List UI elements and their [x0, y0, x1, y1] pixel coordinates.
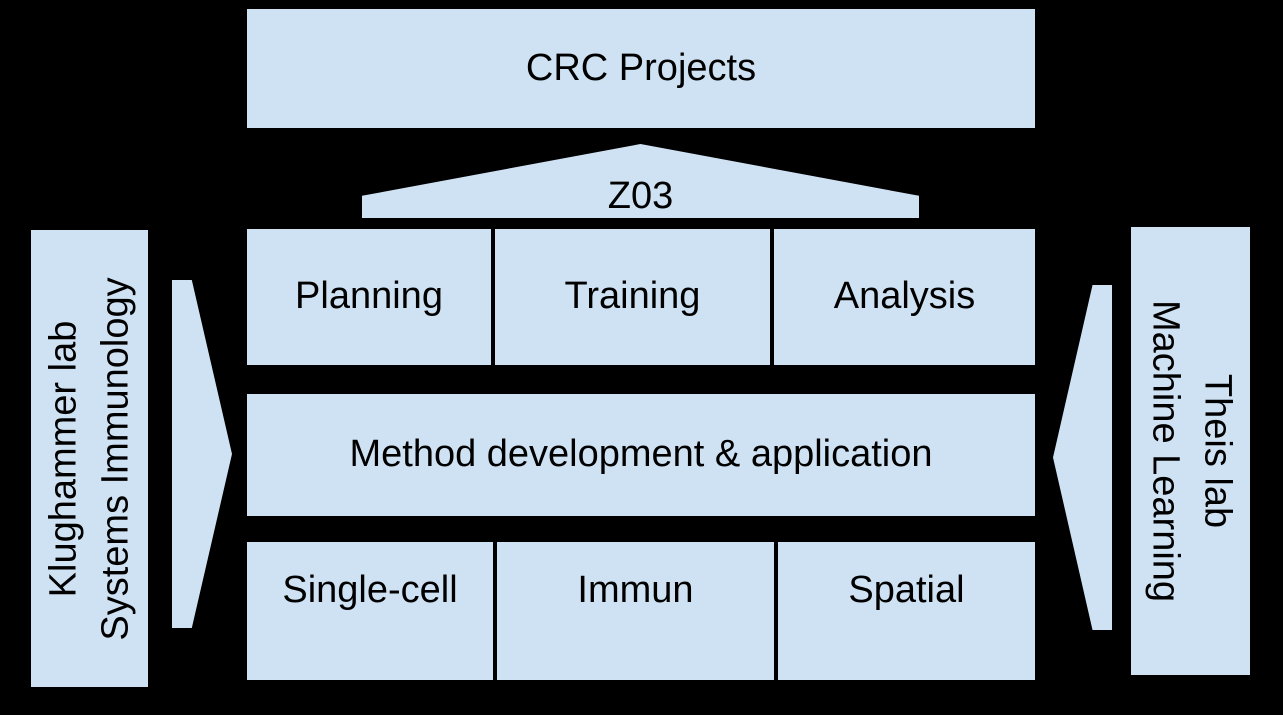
theis-lab-rotated-text: Theis lab Machine Learning: [1131, 227, 1250, 675]
crc-projects-label: CRC Projects: [525, 46, 757, 89]
klughammer-lab-rotated-text: Klughammer lab Systems Immunology: [31, 230, 148, 687]
spatial-label: Spatial: [848, 569, 965, 612]
theis-lab-panel: Theis lab Machine Learning: [1131, 227, 1250, 675]
theis-lab-line: Theis lab: [1195, 373, 1238, 529]
machine-learning-line: Machine Learning: [1144, 299, 1187, 603]
planning-label: Planning: [295, 275, 443, 318]
z03-funnel-shape: Z03: [362, 144, 919, 218]
systems-immunology-line: Systems Immunology: [93, 276, 136, 641]
spatial-box: Spatial: [776, 540, 1037, 682]
analysis-box: Analysis: [772, 227, 1037, 367]
theis-left-arrow-shape: [1053, 285, 1112, 630]
immun-label: Immun: [577, 569, 694, 612]
method-development-label: Method development & application: [349, 433, 933, 476]
single-cell-box: Single-cell: [245, 540, 495, 682]
crc-projects-box: CRC Projects: [245, 7, 1037, 130]
method-development-box: Method development & application: [245, 392, 1037, 518]
training-label: Training: [564, 275, 701, 318]
analysis-label: Analysis: [833, 275, 976, 318]
klughammer-lab-panel: Klughammer lab Systems Immunology: [31, 230, 148, 687]
z03-label: Z03: [607, 175, 674, 218]
training-box: Training: [493, 227, 772, 367]
single-cell-label: Single-cell: [282, 569, 458, 612]
planning-box: Planning: [245, 227, 493, 367]
klughammer-right-arrow-shape: [172, 280, 232, 628]
klughammer-lab-line: Klughammer lab: [42, 320, 85, 597]
immun-box: Immun: [495, 540, 776, 682]
